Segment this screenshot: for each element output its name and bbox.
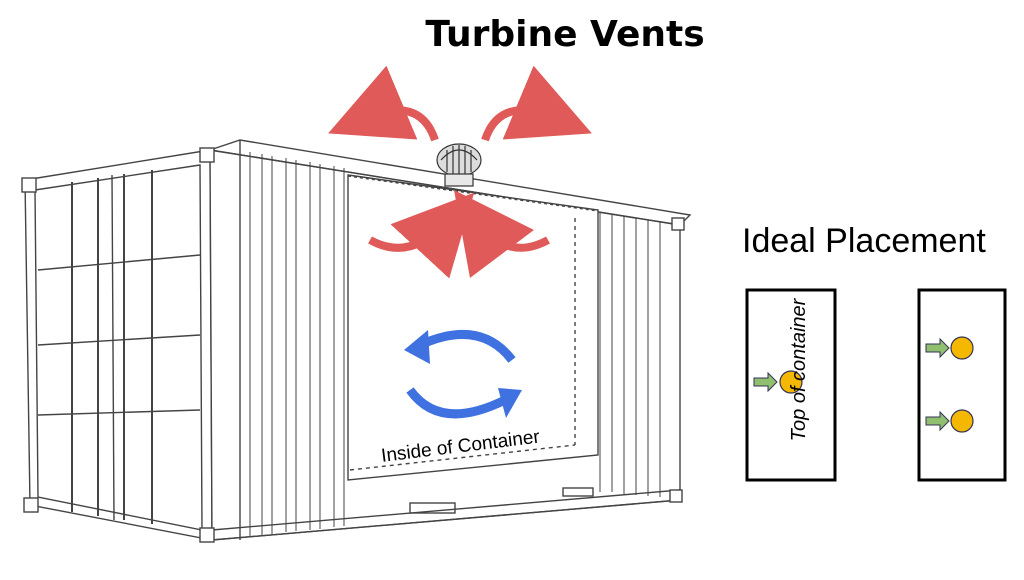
shipping-container (21, 139, 692, 543)
placement-diagram-single (745, 288, 837, 482)
page-title: Turbine Vents (425, 14, 705, 55)
vent-marker-icon (950, 409, 974, 433)
exhaust-arrow-right-icon (481, 65, 592, 142)
exhaust-arrow-left-icon (328, 65, 439, 142)
circulation-arrows-icon (404, 329, 522, 419)
vent-arrow-icon (753, 371, 778, 393)
vent-marker-icon (779, 370, 803, 394)
placement-diagram-double (917, 288, 1007, 482)
intake-arrow-right-icon (453, 190, 550, 279)
turbine-vent-icon (436, 143, 482, 187)
vent-arrow-icon (925, 337, 950, 359)
ideal-placement-title: Ideal Placement (742, 222, 986, 260)
top-of-container-label: Top of container (788, 298, 810, 442)
vent-marker-icon (950, 336, 974, 360)
intake-arrow-left-icon (368, 192, 475, 279)
vent-arrow-icon (925, 410, 950, 432)
